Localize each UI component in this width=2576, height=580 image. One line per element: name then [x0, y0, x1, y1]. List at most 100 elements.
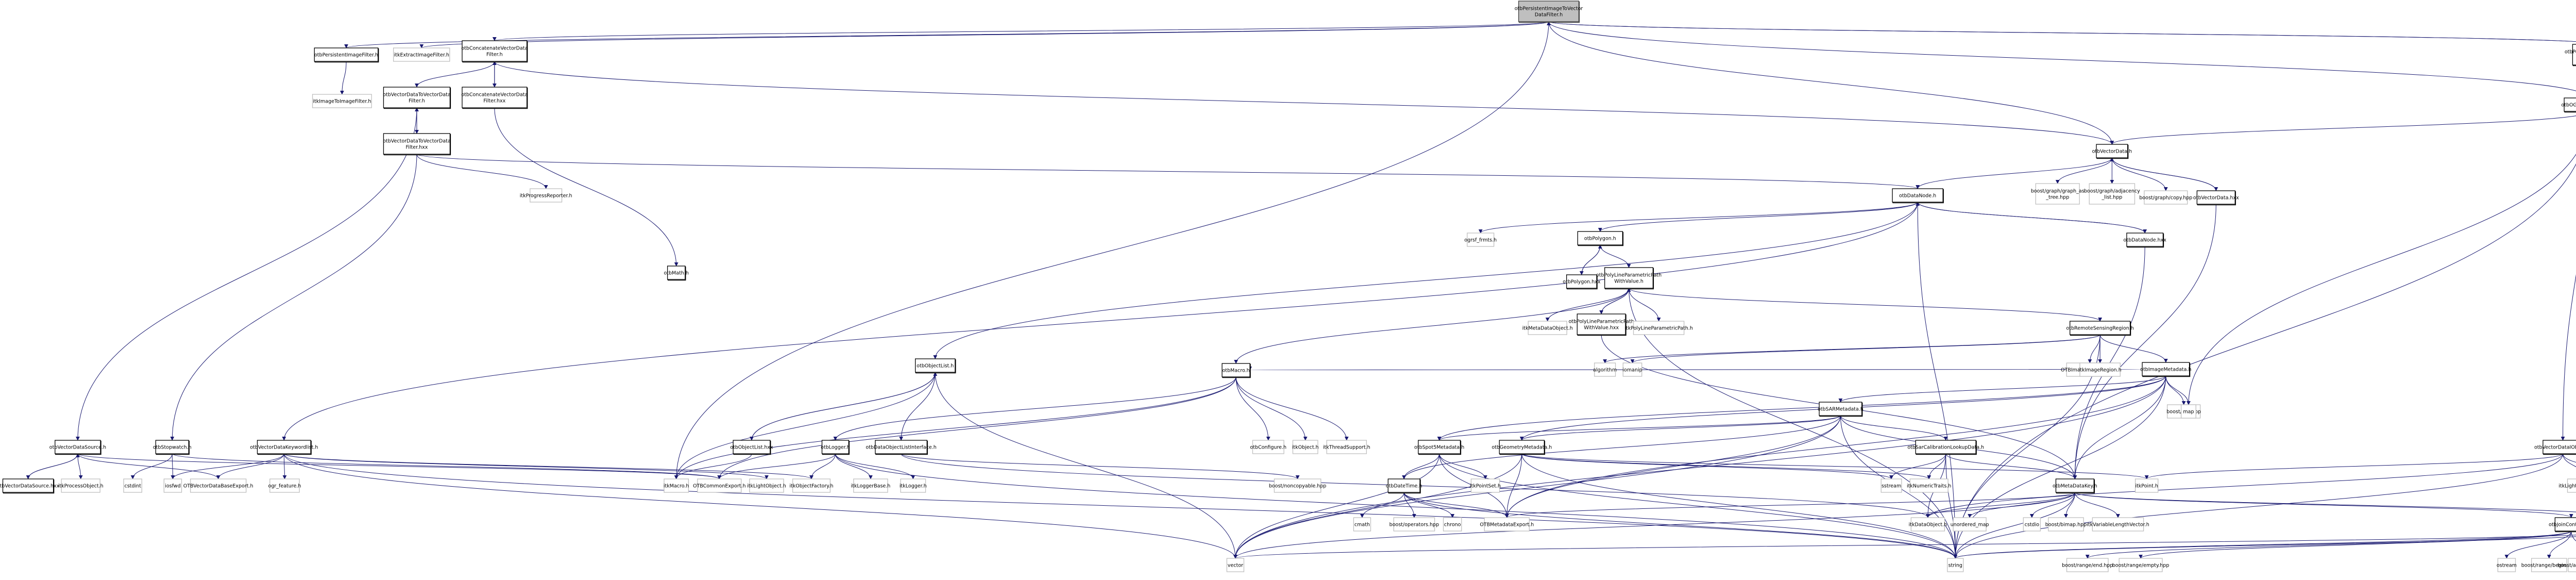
edge-arrow — [1581, 244, 1602, 275]
edge-arrow — [216, 453, 284, 479]
node-vdkw[interactable]: otbVectorDataKeywordlist.h — [250, 440, 318, 455]
node-macro[interactable]: otbMacro.h — [1222, 363, 1251, 378]
node-ogrio[interactable]: otbOGRVectorDataIO.h — [2561, 97, 2576, 113]
edge-arrow — [1600, 244, 1631, 268]
node-objlisthxx[interactable]: otbObjectList.hxx — [730, 440, 773, 455]
node-box — [749, 478, 784, 493]
edge-arrow — [494, 61, 2114, 145]
node-label: otbSARMetadata.h — [1818, 407, 1863, 412]
node-box — [2180, 404, 2196, 419]
node-polyh[interactable]: otbPolygon.h — [1577, 231, 1624, 246]
node-box — [257, 440, 311, 454]
node-mathh[interactable]: otbMath.h — [664, 266, 689, 281]
edge-logger-to-common — [717, 453, 836, 479]
node-box — [1528, 321, 1567, 335]
node-label: otbVectorData.h — [2092, 149, 2132, 155]
node-label: string — [1948, 563, 1962, 569]
node-box — [1226, 558, 1245, 572]
edge-arrow — [1629, 288, 2102, 322]
node-itkpoint: itkPoint.h — [2134, 478, 2159, 493]
edge-arrow — [1601, 288, 1631, 314]
edge-arrow — [933, 202, 1918, 359]
edge-arrow — [717, 453, 836, 479]
edge-arrow — [2074, 492, 2120, 518]
node-dnhxx[interactable]: otbDataNode.hxx — [2124, 233, 2167, 248]
edge-datetime-to-cmath — [1360, 492, 1404, 518]
edge-arrow — [2547, 531, 2572, 559]
node-box — [900, 478, 926, 493]
node-join[interactable]: otbJoinContainer.h — [2549, 517, 2576, 533]
node-box — [1909, 478, 1948, 493]
node-logger[interactable]: otbLogger.h — [821, 440, 850, 455]
node-box — [2092, 517, 2144, 532]
edge-vdhxx-to-mdkey — [2073, 204, 2216, 479]
edge-vdsrc-to-common — [77, 453, 721, 479]
node-dnh[interactable]: otbDataNode.h — [1892, 188, 1944, 204]
node-algorithm: algorithm — [1593, 362, 1617, 377]
edge-imd-to-spot5 — [1437, 375, 2166, 441]
node-vdh[interactable]: otbVectorData.h — [2092, 144, 2132, 159]
node-sarcal[interactable]: otbSarCalibrationLookupData.h — [1907, 440, 1984, 455]
edge-dnh-to-objlist — [933, 202, 1918, 359]
node-label: boost/graph/copy.hpp — [2139, 195, 2192, 201]
edge-arrow — [1953, 453, 2563, 559]
node-vdiobase[interactable]: otbVectorDataIOBase.h — [2534, 440, 2576, 455]
edge-objlisthxx-to-itkmacro — [674, 453, 752, 479]
edge-arrow — [2504, 531, 2572, 559]
edge-dolist-to-noncopy — [901, 453, 1300, 479]
node-objlist[interactable]: otbObjectList.h — [914, 358, 956, 374]
node-vdsrc[interactable]: otbVectorDataSource.h — [49, 440, 106, 455]
edge-sarmd-to-sarcal — [1840, 415, 1948, 441]
edge-logger-to-itklogger — [835, 453, 916, 479]
edge-stopwatch-to-iosfwd — [171, 453, 175, 479]
node-polyhxx[interactable]: otbPolygon.hxx — [1563, 274, 1601, 290]
node-dolist[interactable]: otbDataObjectListInterface.h — [866, 440, 937, 455]
edge-arrow — [899, 372, 936, 441]
edge-pif-to-itkI2I — [340, 61, 347, 95]
node-label: otbVectorDataIOBase.h — [2534, 445, 2576, 451]
edge-vdiobase-to-indent — [2563, 453, 2576, 463]
edge-vd2vd-to-vdsrc — [75, 107, 417, 441]
edge-vdkw-to-iosfwd — [171, 453, 284, 479]
edge-arrow — [282, 202, 1918, 441]
edge-join-to-rangeempty — [2139, 531, 2572, 559]
node-box — [462, 87, 528, 108]
edge-arrow — [1402, 415, 1841, 479]
node-vdsrchxx[interactable]: otbVectorDataSource.hxx — [0, 478, 60, 494]
node-label: otbObjectList.hxx — [730, 445, 773, 451]
node-rsr[interactable]: otbRemoteSensingRegion.h — [2066, 321, 2134, 336]
edge-sarcal-to-numtraits — [1927, 453, 1946, 479]
node-stopwatch[interactable]: otbStopwatch.h — [153, 440, 192, 455]
node-sarmd[interactable]: otbSARMetadata.h — [1818, 402, 1863, 417]
node-box — [269, 478, 300, 493]
node-vdhxx[interactable]: otbVectorData.hxx — [2193, 190, 2239, 206]
edge-dnh-to-polyh — [1598, 202, 1918, 232]
node-box — [664, 478, 689, 493]
edge-arrow — [77, 453, 83, 479]
node-box — [2023, 517, 2041, 532]
edge-join-to-ostream — [2504, 531, 2572, 559]
node-imd[interactable]: otbImageMetadata.h — [2140, 362, 2192, 377]
node-mdkey[interactable]: otbMetaDataKey.h — [2053, 478, 2097, 494]
node-spot5[interactable]: otbSpot5Metadata.h — [1414, 440, 1464, 455]
edge-arrow — [1547, 21, 2576, 42]
edge-arrow — [901, 453, 1300, 479]
edge-root-to-ogrio — [1548, 21, 2576, 91]
node-pif[interactable]: otbPersistentImageFilter.h — [314, 47, 379, 63]
edge-arrow — [2165, 375, 2191, 405]
node-box — [2567, 478, 2576, 493]
edge-arrow — [2099, 334, 2168, 363]
node-label: cstdint — [124, 484, 141, 489]
node-datetime[interactable]: otbDateTime.h — [1386, 478, 1422, 494]
node-geommd[interactable]: otbGeometryMetadata.h — [1492, 440, 1552, 455]
node-label: otbPersistentImageFilter.h — [314, 53, 378, 58]
